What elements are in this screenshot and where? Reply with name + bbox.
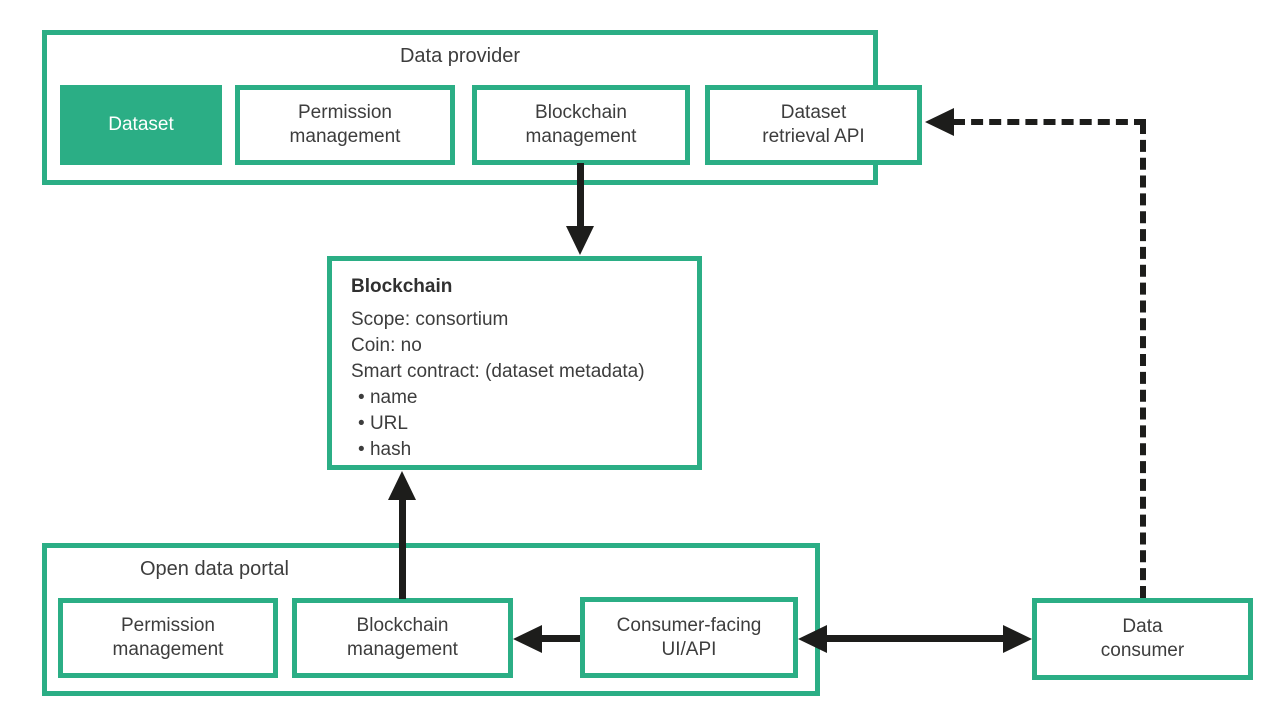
consumer-facing-ui-api-label: Consumer-facing UI/API — [616, 614, 762, 660]
arrow-provider-to-blockchain-shaft — [577, 163, 584, 227]
arrow-ui-consumer-shaft — [827, 635, 1003, 642]
metadata-bullet-hash: hash — [351, 437, 679, 463]
dataset-node: Dataset — [60, 85, 222, 165]
blockchain-title: Blockchain — [351, 276, 453, 297]
metadata-bullet-name: name — [351, 385, 679, 411]
arrow-portal-to-blockchain-shaft — [399, 499, 406, 599]
blockchain-coin-line: Coin: no — [351, 335, 422, 356]
open-data-portal-title: Open data portal — [140, 558, 289, 580]
dataset-label: Dataset — [108, 114, 174, 135]
dataset-retrieval-api-label: Dataset retrieval API — [762, 102, 865, 147]
blockchain-node: Blockchain Scope: consortium Coin: no Sm… — [327, 256, 702, 470]
dataset-retrieval-api-node: Dataset retrieval API — [705, 85, 922, 165]
metadata-bullet-url: URL — [351, 411, 679, 437]
arrow-ui-consumer-right-head-icon — [1003, 625, 1032, 653]
arrow-consumer-to-api-vertical-dash — [1140, 122, 1146, 598]
data-provider-title: Data provider — [399, 45, 521, 67]
arrow-portal-to-blockchain-head-icon — [388, 471, 416, 500]
provider-permission-management-node: Permission management — [235, 85, 455, 165]
portal-blockchain-management-node: Blockchain management — [292, 598, 513, 678]
provider-permission-management-label: Permission management — [289, 102, 401, 147]
data-consumer-label: Data consumer — [1100, 616, 1185, 661]
data-consumer-node: Data consumer — [1032, 598, 1253, 680]
portal-blockchain-management-label: Blockchain management — [347, 615, 458, 660]
arrow-consumer-to-api-head-icon — [925, 108, 954, 136]
blockchain-smart-contract-line: Smart contract: (dataset metadata) — [351, 361, 645, 382]
portal-permission-management-node: Permission management — [58, 598, 278, 678]
arrow-provider-to-blockchain-head-icon — [566, 226, 594, 255]
blockchain-scope-line: Scope: consortium — [351, 309, 509, 330]
arrow-ui-consumer-left-head-icon — [798, 625, 827, 653]
provider-blockchain-management-node: Blockchain management — [472, 85, 690, 165]
arrow-ui-to-blockchain-mgmt-head-icon — [513, 625, 542, 653]
arrow-consumer-to-api-horizontal-dash — [953, 119, 1146, 125]
portal-permission-management-label: Permission management — [112, 615, 224, 660]
arrow-ui-to-blockchain-mgmt-shaft — [542, 635, 580, 642]
consumer-facing-ui-api-node: Consumer-facing UI/API — [580, 597, 798, 678]
provider-blockchain-management-label: Blockchain management — [525, 102, 637, 147]
